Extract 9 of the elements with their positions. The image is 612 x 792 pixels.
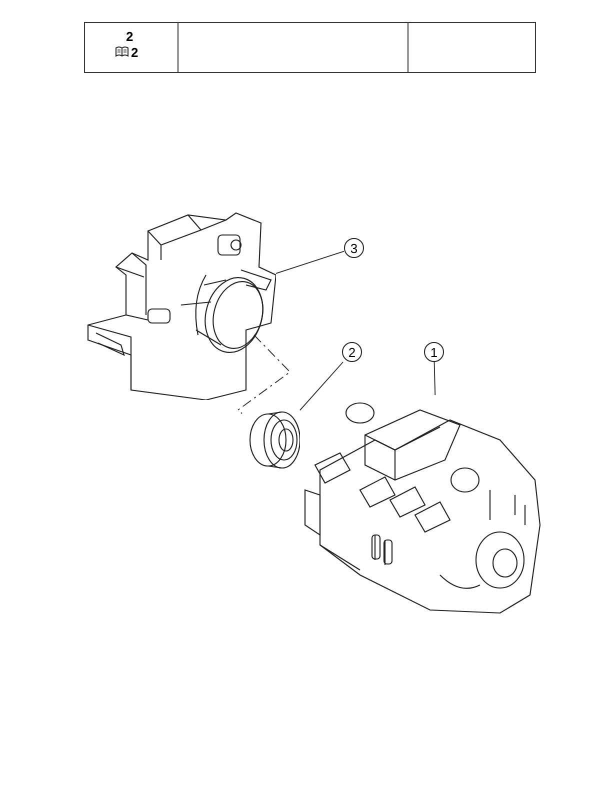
callout-number: 2 — [342, 342, 362, 362]
leader-line — [276, 250, 344, 274]
callout-number: 3 — [344, 238, 364, 258]
leader-line — [300, 362, 344, 411]
page-number: 2 — [126, 29, 134, 44]
callout-number: 1 — [424, 342, 444, 362]
page-number: 2 — [131, 45, 138, 60]
leader-line — [434, 362, 436, 396]
center-line — [237, 334, 291, 414]
